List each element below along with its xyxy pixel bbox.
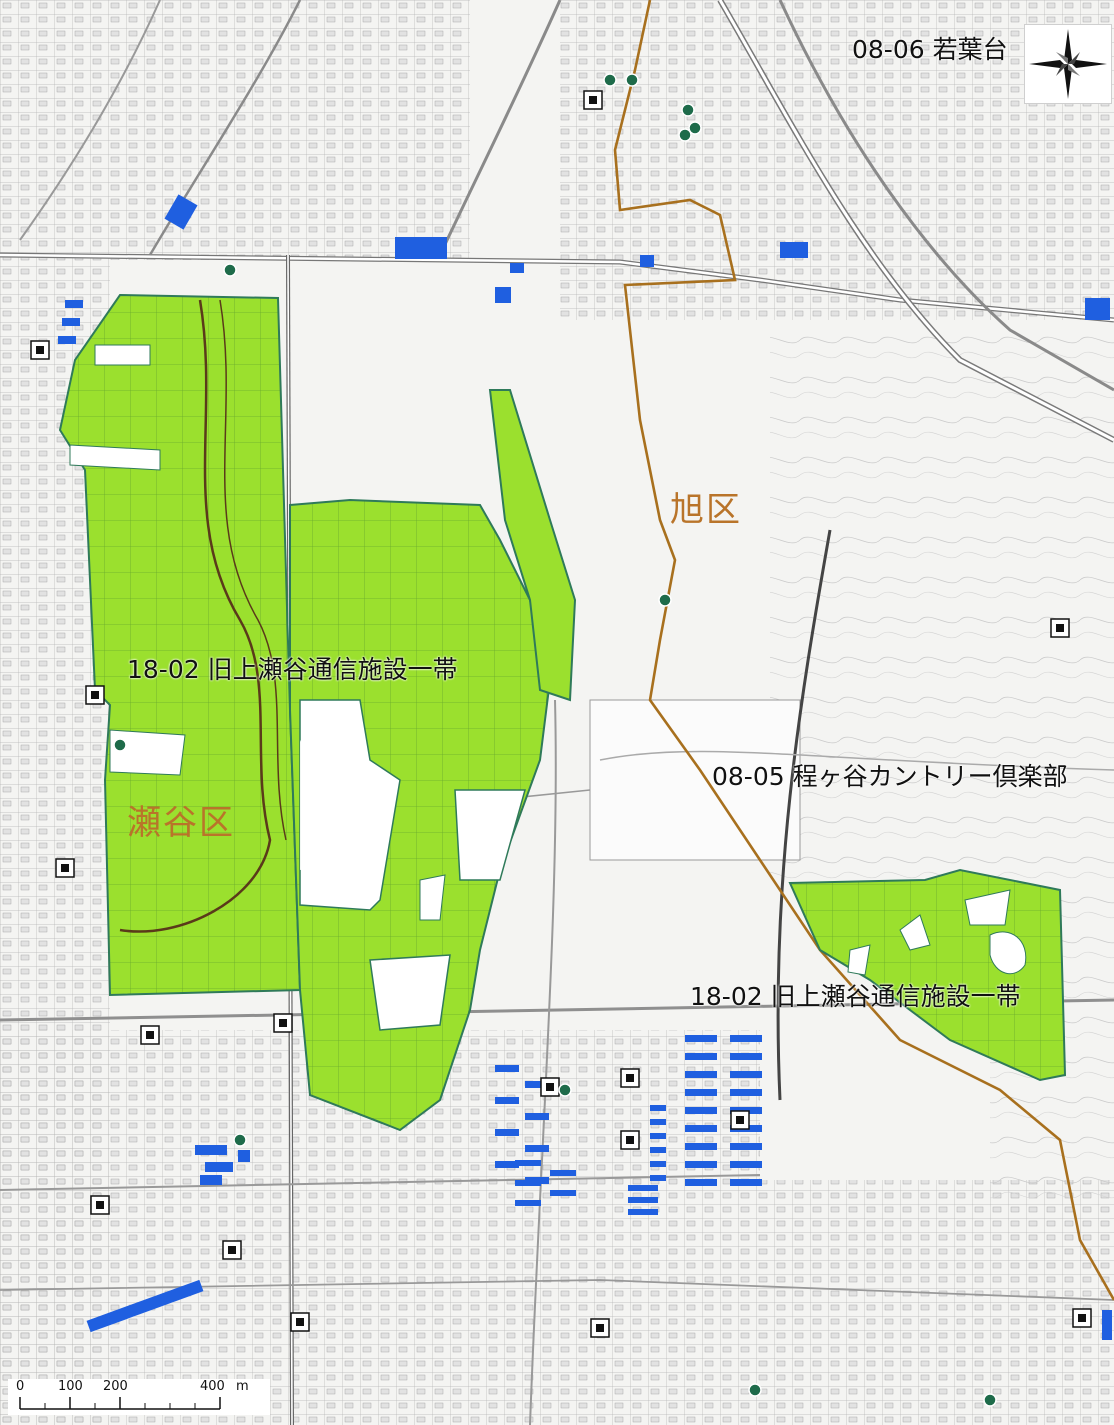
scale-tick-400: 400 (200, 1379, 225, 1394)
zone-label-08-06: 08-06 若葉台 (852, 35, 1008, 64)
tree-marker-icon (688, 121, 702, 135)
compass-rose-icon (1024, 24, 1112, 104)
facility-markers (30, 90, 1092, 1338)
kamiseya-zone-west[interactable] (58, 293, 577, 1132)
apartment-block (550, 1170, 576, 1176)
scale-tick-100: 100 (58, 1379, 83, 1394)
facility-square-icon (90, 1195, 110, 1215)
facility-square-icon (290, 1312, 310, 1332)
apartment-block (685, 1161, 717, 1168)
apartment-block (515, 1200, 541, 1206)
facility-square-icon (583, 90, 603, 110)
apartment-block (685, 1143, 717, 1150)
apartment-block (525, 1113, 549, 1120)
apartment-block (550, 1190, 576, 1196)
apartment-block (685, 1179, 717, 1186)
apartment-block (730, 1053, 762, 1060)
zone-label-08-05: 08-05 程ヶ谷カントリー倶楽部 (712, 762, 1068, 791)
scale-tick-0: 0 (16, 1379, 25, 1394)
tree-marker-icon (113, 738, 127, 752)
ward-label-asahi: 旭区 (670, 490, 742, 530)
apartment-block (495, 1065, 519, 1072)
tree-markers (113, 73, 997, 1407)
facility-square-icon (540, 1077, 560, 1097)
apartment-block (650, 1147, 666, 1153)
tree-marker-icon (658, 593, 672, 607)
apartment-block (685, 1089, 717, 1096)
tree-marker-icon (558, 1083, 572, 1097)
tree-marker-icon (678, 128, 692, 142)
apartment-block (525, 1081, 549, 1088)
facility-square-icon (30, 340, 50, 360)
apartment-block (495, 1097, 519, 1104)
apartment-block (628, 1185, 658, 1191)
tree-marker-icon (603, 73, 617, 87)
apartment-block (730, 1143, 762, 1150)
facility-square-icon (620, 1068, 640, 1088)
scale-tick-200: 200 (103, 1379, 128, 1394)
apartment-block (650, 1175, 666, 1181)
facility-square-icon (730, 1110, 750, 1130)
scalebar: 0 100 200 400 m (8, 1379, 270, 1415)
tree-marker-icon (748, 1383, 762, 1397)
apartment-block (650, 1105, 666, 1111)
apartment-block (730, 1161, 762, 1168)
apartment-block (650, 1161, 666, 1167)
facility-square-icon (85, 685, 105, 705)
apartment-block (685, 1071, 717, 1078)
apartment-block (730, 1179, 762, 1186)
facility-square-icon (1050, 618, 1070, 638)
facility-square-icon (590, 1318, 610, 1338)
facility-square-icon (273, 1013, 293, 1033)
apartment-block (628, 1209, 658, 1215)
apartment-block (650, 1119, 666, 1125)
apartment-block (515, 1180, 541, 1186)
facility-square-icon (1072, 1308, 1092, 1328)
ward-label-seya: 瀬谷区 (127, 803, 235, 843)
apartment-block (495, 1129, 519, 1136)
apartment-block (525, 1145, 549, 1152)
apartment-block (685, 1053, 717, 1060)
apartment-block (685, 1107, 717, 1114)
facility-square-icon (140, 1025, 160, 1045)
scale-unit: m (236, 1379, 249, 1394)
apartment-block (515, 1160, 541, 1166)
kamiseya-zone-east[interactable] (788, 868, 1067, 1082)
apartment-block (495, 1161, 519, 1168)
tree-marker-icon (233, 1133, 247, 1147)
apartment-block (685, 1035, 717, 1042)
zone-label-18-02-east: 18-02 旧上瀬谷通信施設一帯 (690, 982, 1021, 1011)
facility-square-icon (55, 858, 75, 878)
facility-square-icon (222, 1240, 242, 1260)
apartment-block (730, 1035, 762, 1042)
tree-marker-icon (983, 1393, 997, 1407)
apartment-block (730, 1089, 762, 1096)
facility-square-icon (620, 1130, 640, 1150)
ward-boundary (613, 0, 1114, 1301)
tree-marker-icon (625, 73, 639, 87)
apartment-block (685, 1125, 717, 1132)
public-buildings (58, 194, 1112, 1340)
apartment-block (650, 1133, 666, 1139)
tree-marker-icon (223, 263, 237, 277)
zone-label-18-02-west: 18-02 旧上瀬谷通信施設一帯 (127, 655, 458, 684)
tree-marker-icon (681, 103, 695, 117)
apartment-block (628, 1197, 658, 1203)
apartment-block (730, 1071, 762, 1078)
